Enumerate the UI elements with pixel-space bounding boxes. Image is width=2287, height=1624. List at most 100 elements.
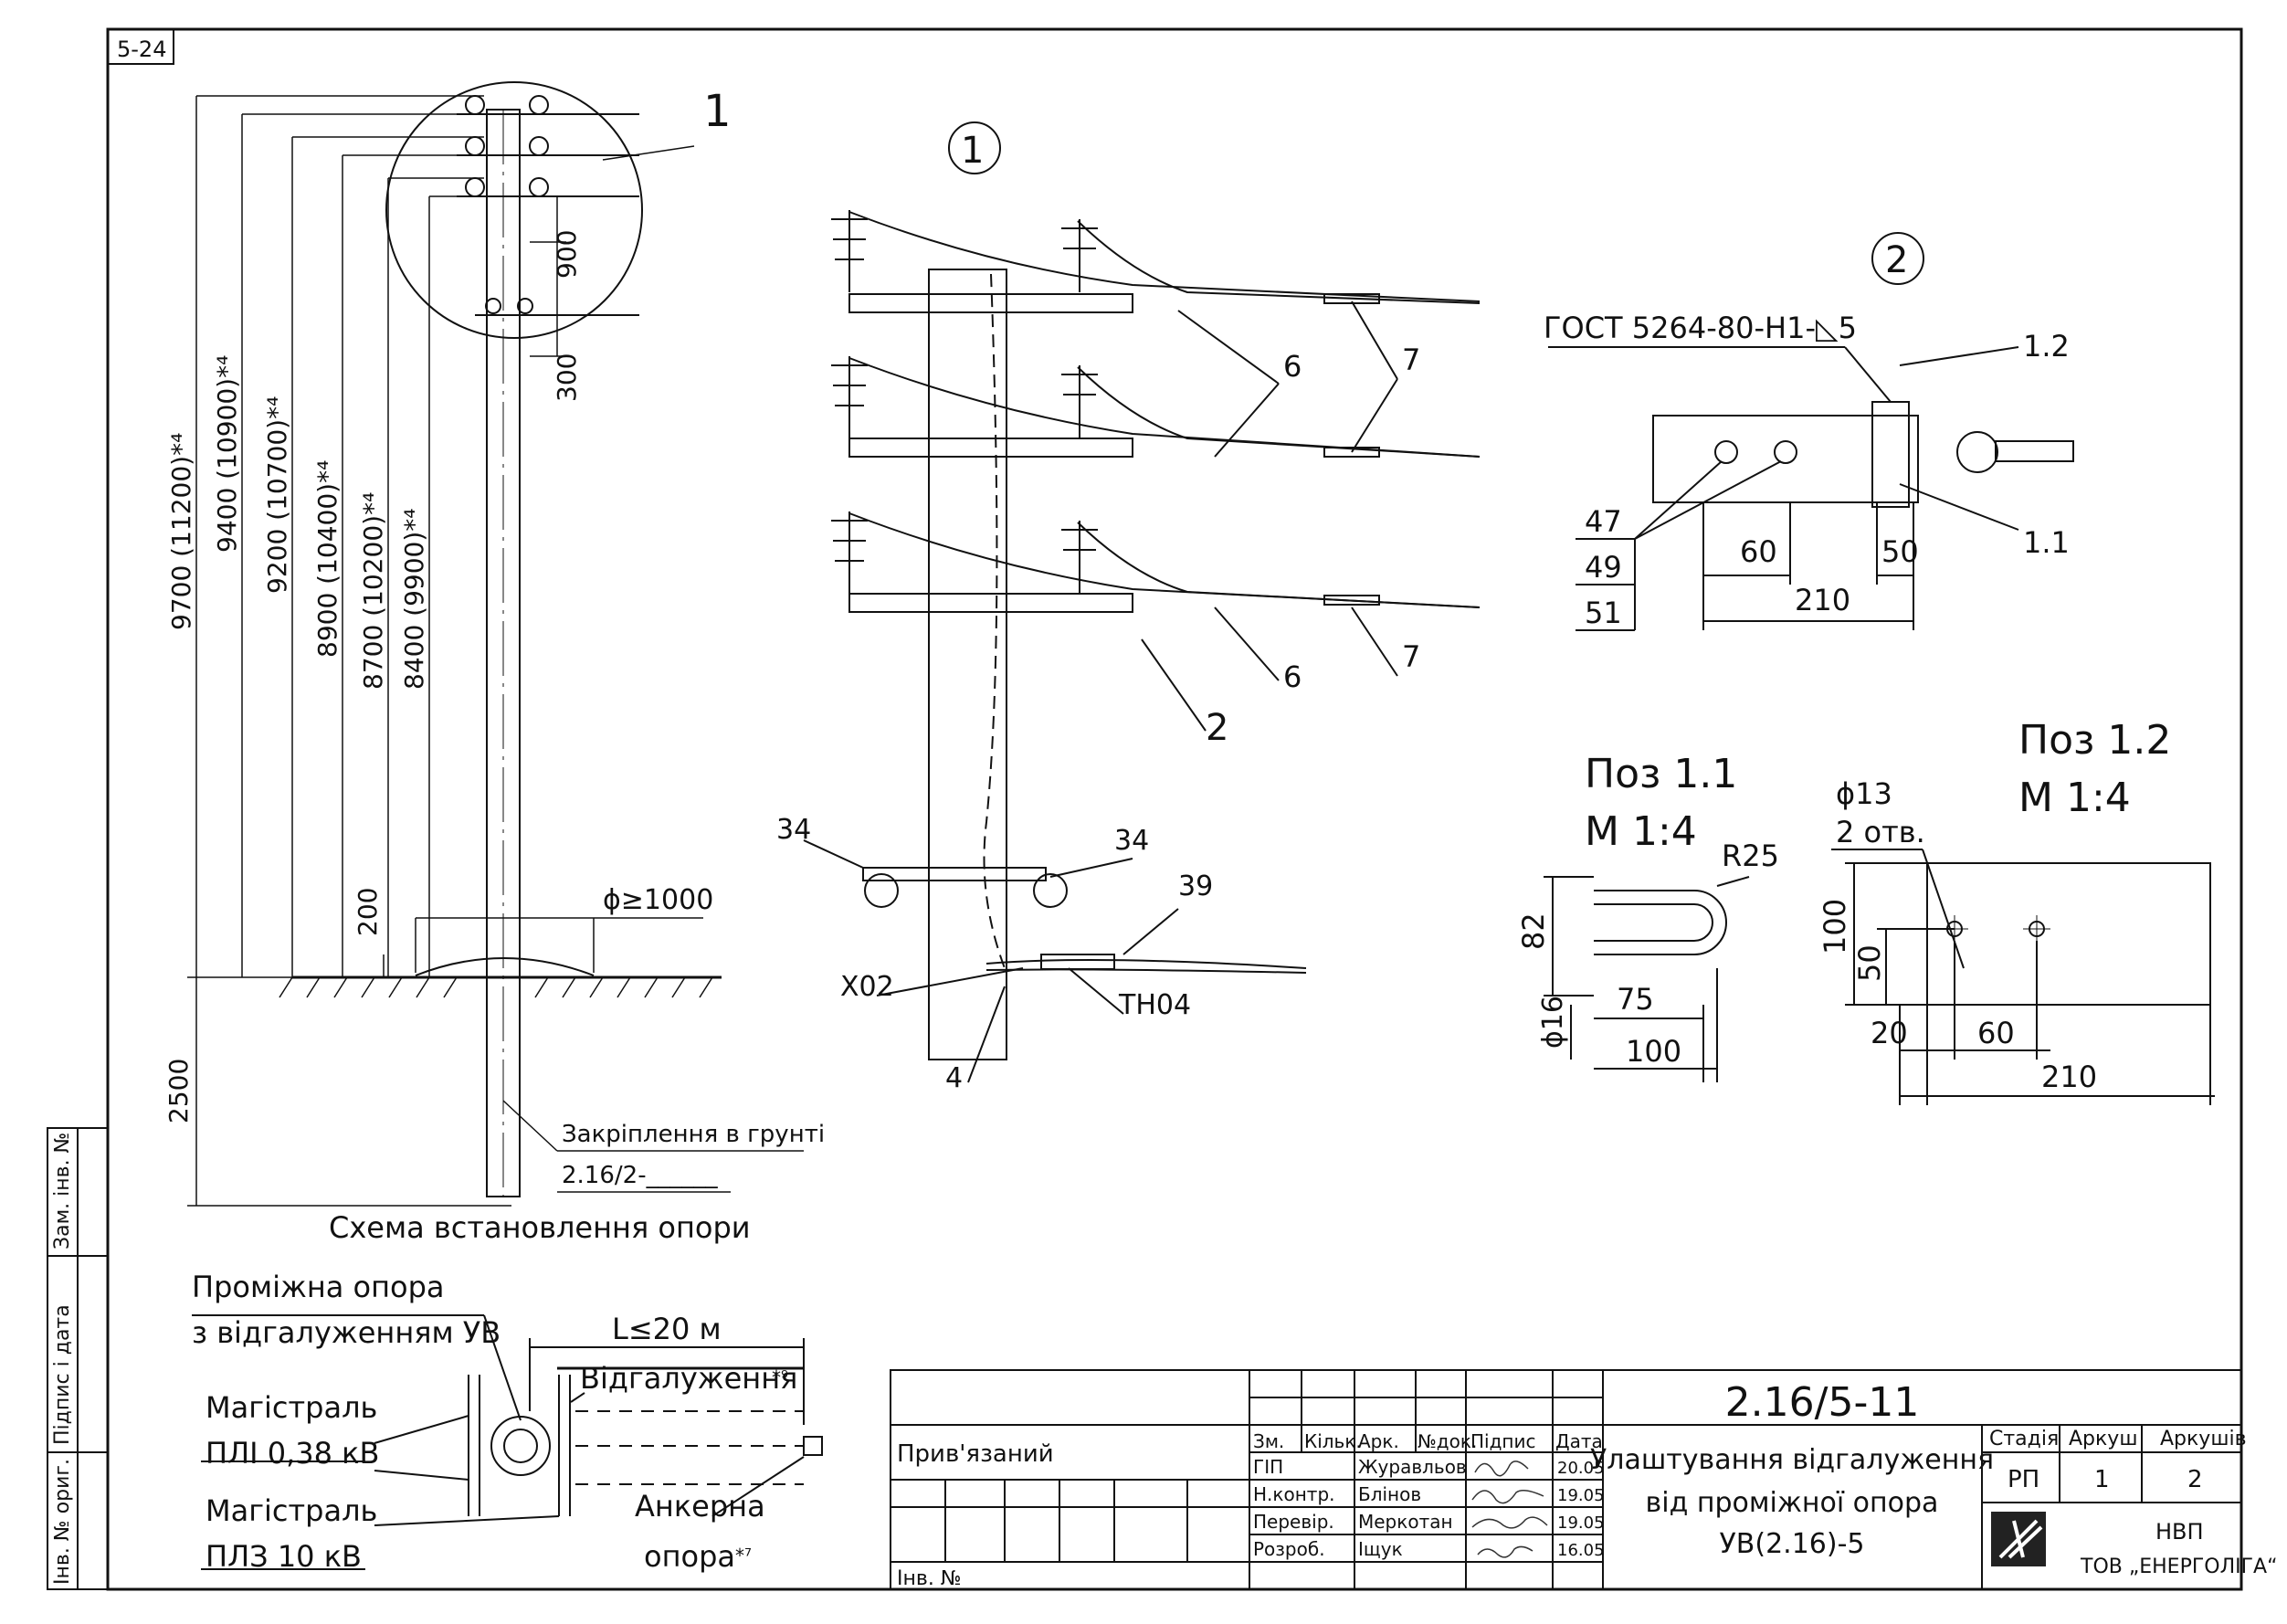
stamp-label-orig: Інв. № ориг. [51, 1459, 74, 1585]
detail-1-pos-7b: 7 [1402, 639, 1420, 674]
detail-2-stack-47: 47 [1585, 504, 1622, 539]
pos-1-2-dim-210: 210 [2041, 1060, 2097, 1094]
tb-attached: Прив'язаний [897, 1440, 1054, 1468]
plan-main-1b: ПЛІ 0,38 кВ [206, 1436, 379, 1471]
detail-2-stack-51: 51 [1585, 596, 1622, 630]
tb-h-doc: №док. [1418, 1430, 1477, 1452]
detail-insulators [831, 210, 1098, 594]
height-dim-3: 9200 (10700)*⁴ [262, 396, 292, 594]
plan-main-2a: Магістраль [206, 1493, 377, 1528]
detail-1-pos-39: 39 [1178, 870, 1213, 902]
pos-1-2-dim-20: 20 [1871, 1016, 1908, 1050]
sheet-frame [106, 27, 2243, 1591]
tb-role-3: Перевір. [1253, 1511, 1334, 1533]
plan-label-2: з відгалуженням УВ [192, 1315, 501, 1350]
pos-1-2-hole: ϕ13 [1836, 776, 1892, 811]
height-dimensions [187, 95, 703, 1207]
pos-1-2-title: Поз 1.2 [2018, 717, 2171, 764]
tb-code: 2.16/5-11 [1725, 1379, 1920, 1426]
tb-date-3: 19.05 [1557, 1513, 1605, 1533]
dim-200: 200 [353, 888, 383, 936]
detail-2-tag [1871, 232, 1924, 285]
company-logo [1991, 1512, 2046, 1566]
tb-name-1: Журавльов [1358, 1456, 1467, 1478]
tb-sheets-h: Аркушів [2160, 1428, 2247, 1450]
detail-1 [803, 121, 1481, 1083]
tb-date-4: 16.05 [1557, 1541, 1605, 1560]
plan-label-1: Проміжна опора [192, 1270, 445, 1304]
detail-2 [1548, 232, 2074, 631]
detail-2-dim-60: 60 [1740, 534, 1777, 569]
tb-h-qty: Кільк. [1304, 1430, 1362, 1452]
pos-1-2 [1831, 849, 2215, 1105]
plan-anchor-note: *⁷ [735, 1545, 752, 1566]
detail-2-pos-12: 1.2 [2023, 329, 2070, 364]
callout-2: 2 [1206, 707, 1228, 749]
tb-sheet: 1 [2094, 1466, 2110, 1493]
signature-scribbles [1471, 1461, 1548, 1558]
ground-ref: 2.16/2-______ [562, 1162, 719, 1189]
pos-1-1 [1544, 876, 1750, 1082]
install-caption: Схема встановлення опори [329, 1210, 751, 1245]
pos-1-1-dim-75: 75 [1617, 982, 1654, 1017]
pos-1-2-dim-100: 100 [1818, 899, 1852, 954]
plan-anchor-2: опора [644, 1539, 735, 1574]
detail-2-number: 2 [1885, 239, 1908, 281]
install-scheme [187, 81, 804, 1207]
plan-view [192, 1314, 823, 1570]
height-dim-1: 9700 (11200)*⁴ [166, 433, 196, 630]
callout-1: 1 [703, 86, 732, 137]
tb-h-date: Дата [1555, 1430, 1603, 1452]
tb-sheets: 2 [2187, 1466, 2203, 1493]
tb-stage: РП [2008, 1466, 2039, 1493]
detail-1-pos-6a: 6 [1283, 349, 1302, 384]
tb-org-2: ТОВ „ЕНЕРГОЛІГА“ [2080, 1555, 2277, 1578]
tb-name-4: Іщук [1358, 1538, 1403, 1560]
pos-1-1-dim-16: ϕ16 [1537, 996, 1569, 1049]
detail-1-number: 1 [961, 130, 984, 172]
detail-2-pos-11: 1.1 [2023, 525, 2070, 560]
tb-desc-1: Улаштування відгалуження [1590, 1444, 1994, 1476]
detail-2-dim-210: 210 [1795, 583, 1850, 617]
detail-2-dim-50: 50 [1881, 534, 1919, 569]
crossarm-1 [848, 293, 1133, 313]
crossarm-2 [848, 438, 1133, 458]
pos-1-2-dim-50: 50 [1852, 944, 1887, 982]
tb-sheet-h: Аркуш [2069, 1428, 2137, 1450]
height-dim-6: 8400 (9900)*⁴ [399, 509, 429, 691]
pos-1-1-dim-100: 100 [1626, 1034, 1681, 1069]
plan-anchor-1: Анкерна [635, 1489, 765, 1524]
tb-h-sign: Підпис [1470, 1430, 1536, 1452]
detail-1-pos-4: 4 [945, 1062, 963, 1094]
dim-300: 300 [552, 353, 582, 402]
detail-2-gost: ГОСТ 5264-80-Н1-◺5 [1544, 311, 1857, 345]
tb-h-sheet: Арк. [1358, 1430, 1399, 1452]
height-dim-4: 8900 (10400)*⁴ [312, 460, 343, 658]
height-dim-5: 8700 (10200)*⁴ [358, 492, 388, 690]
plan-branch-note: *⁹ [772, 1366, 788, 1388]
tb-date-1: 20.05 [1557, 1459, 1605, 1478]
pos-1-1-r25: R25 [1722, 838, 1779, 873]
tb-desc-2: від проміжної опора [1646, 1487, 1939, 1519]
pos-1-2-holes: 2 отв. [1836, 815, 1925, 849]
plan-main-1a: Магістраль [206, 1390, 377, 1425]
detail-1-pos-34b: 34 [1114, 825, 1149, 857]
pos-1-1-dim-82: 82 [1516, 912, 1551, 950]
page-tag-box [107, 28, 174, 65]
stamp-column [47, 1127, 109, 1590]
dim-900: 900 [552, 230, 582, 279]
detail-pole [928, 269, 1007, 1060]
plan-branch: Відгалуження [580, 1361, 797, 1396]
tb-desc-3: УВ(2.16)-5 [1720, 1528, 1865, 1560]
detail-1-pos-34a: 34 [776, 814, 811, 846]
tb-role-4: Розроб. [1253, 1538, 1325, 1560]
detail-1-pos-6b: 6 [1283, 659, 1302, 694]
detail-1-pos-7a: 7 [1402, 343, 1420, 377]
tb-name-2: Блінов [1358, 1483, 1421, 1505]
crossarm-3 [848, 593, 1133, 613]
ground-label: Закріплення в грунті [562, 1121, 825, 1148]
plan-span: L≤20 м [612, 1312, 722, 1346]
insulator-group [465, 95, 549, 314]
title-block [890, 1369, 2242, 1590]
